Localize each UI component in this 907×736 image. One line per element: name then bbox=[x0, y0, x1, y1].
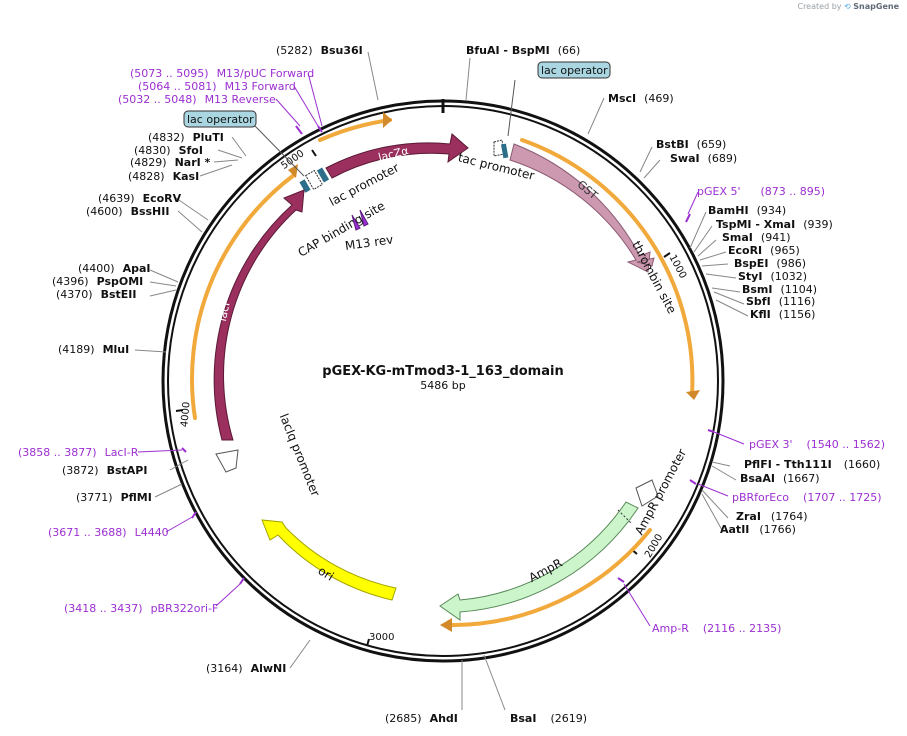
plasmid-name: pGEX-KG-mTmod3-1_163_domain bbox=[322, 364, 563, 379]
site-pspomi: (4396)PspOMI bbox=[52, 275, 143, 288]
site-swai: SwaI(689) bbox=[670, 152, 737, 165]
site-leaders bbox=[134, 51, 749, 711]
site-kasi: (4828)KasI bbox=[128, 170, 199, 183]
laczalpha-arrow bbox=[325, 133, 469, 179]
primer-m13fwd: (5064 .. 5081)M13 Forward bbox=[138, 80, 296, 93]
site-labels: (5282)Bsu36I BfuAI - BspMI(66) MscI(469)… bbox=[52, 44, 880, 725]
site-pflmi: (3771)PflMI bbox=[76, 491, 152, 504]
primer-leaders bbox=[137, 72, 745, 627]
thrombin-site-marker bbox=[636, 257, 655, 267]
site-ahdi: (2685)AhdI bbox=[385, 712, 458, 725]
ampr-arrow bbox=[439, 501, 639, 621]
site-msci: MscI(469) bbox=[608, 92, 674, 105]
site-aatii: AatII(1766) bbox=[720, 523, 796, 536]
tac-operator-block bbox=[500, 143, 509, 159]
site-zrai: ZraI(1764) bbox=[736, 510, 808, 523]
orf-arc-laci bbox=[190, 173, 296, 420]
orf-arc-gst bbox=[520, 138, 695, 397]
site-pflfi: PflFI - Tth111I(1660) bbox=[744, 458, 880, 471]
site-tspmi: TspMI - XmaI(939) bbox=[716, 218, 833, 231]
site-kfli: KflI(1156) bbox=[750, 308, 815, 321]
site-bsmi: BsmI(1104) bbox=[742, 283, 817, 296]
site-bsaai: BsaAI(1667) bbox=[740, 472, 820, 485]
site-ecorv: (4639)EcoRV bbox=[98, 192, 182, 205]
primer-ticks bbox=[181, 125, 715, 585]
primer-labels: (5073 .. 5095)M13/pUC Forward (5064 .. 5… bbox=[18, 67, 885, 635]
site-bspei: BspEI(986) bbox=[734, 257, 806, 270]
lac-operator-left-box bbox=[183, 110, 257, 128]
gst-arrow bbox=[509, 143, 651, 273]
site-styi: StyI(1032) bbox=[738, 270, 807, 283]
m13-rev-marker bbox=[351, 209, 369, 231]
primer-pgex3: pGEX 3'(1540 .. 1562) bbox=[749, 438, 885, 451]
primer-pgex5: pGEX 5'(873 .. 895) bbox=[697, 185, 825, 198]
orf-arc-ampr bbox=[443, 528, 652, 628]
site-alwni: (3164)AlwNI bbox=[206, 662, 286, 675]
laci-arrow bbox=[213, 189, 305, 441]
ampr-promoter-marker bbox=[635, 479, 659, 507]
lac-operator-top-box bbox=[537, 61, 611, 79]
site-sbfi: SbfI(1116) bbox=[746, 295, 815, 308]
site-bstapi: (3872)BstAPI bbox=[62, 464, 147, 477]
site-apai: (4400)ApaI bbox=[78, 262, 150, 275]
site-bsshii: (4600)BssHII bbox=[86, 205, 169, 218]
primer-m13puc: (5073 .. 5095)M13/pUC Forward bbox=[130, 67, 314, 80]
laciq-promoter-marker bbox=[215, 449, 239, 473]
tick-4000: 4000 bbox=[179, 401, 192, 427]
site-bstbi: BstBI(659) bbox=[656, 138, 726, 151]
lac-operator-top-label: lac operator bbox=[541, 64, 608, 77]
primer-pbrforeco: pBRforEco(1707 .. 1725) bbox=[732, 491, 882, 504]
m13-rev-label: M13 rev bbox=[344, 232, 394, 253]
site-bamhi: BamHI(934) bbox=[708, 204, 786, 217]
plasmid-length: 5486 bp bbox=[420, 379, 465, 392]
site-bsu36i: (5282)Bsu36I bbox=[276, 44, 363, 57]
site-bfuai: BfuAI - BspMI(66) bbox=[466, 44, 580, 57]
snapgene-credit: Created by ⟲ SnapGene bbox=[797, 2, 899, 11]
lac-promoter-marker bbox=[304, 169, 324, 191]
site-ecori: EcoRI(965) bbox=[728, 244, 800, 257]
credit-prefix: Created by bbox=[797, 2, 842, 11]
tick-3000: 3000 bbox=[369, 632, 394, 643]
cap-block bbox=[316, 167, 330, 183]
ori-arrow bbox=[261, 519, 397, 601]
lac-operator-block bbox=[299, 179, 311, 193]
laci-label: lacI bbox=[216, 301, 233, 322]
site-sfoi: (4830)SfoI bbox=[134, 144, 203, 157]
cap-binding-site-label: CAP binding site bbox=[296, 199, 388, 260]
primer-laci-r: (3858 .. 3877)LacI-R bbox=[18, 446, 139, 459]
site-bsai: BsaI(2619) bbox=[510, 712, 587, 725]
lac-operator-left-label: lac operator bbox=[187, 113, 254, 126]
primer-ampr: Amp-R(2116 .. 2135) bbox=[652, 622, 781, 635]
laciq-promoter-label: lacIq promoter bbox=[277, 412, 323, 499]
snapgene-logo-icon: ⟲ bbox=[844, 2, 851, 11]
primer-m13rev: (5032 .. 5048)M13 Reverse bbox=[118, 93, 276, 106]
site-smai: SmaI(941) bbox=[722, 231, 791, 244]
primer-l4440: (3671 .. 3688)L4440 bbox=[48, 526, 169, 539]
site-bsteii: (4370)BstEII bbox=[56, 288, 136, 301]
site-mlui: (4189)MluI bbox=[58, 343, 129, 356]
site-pluti: (4832)PluTI bbox=[148, 131, 224, 144]
site-nari: (4829)NarI * bbox=[130, 156, 211, 169]
credit-brand: SnapGene bbox=[853, 2, 899, 11]
primer-pbr322: (3418 .. 3437)pBR322ori-F bbox=[64, 602, 218, 615]
